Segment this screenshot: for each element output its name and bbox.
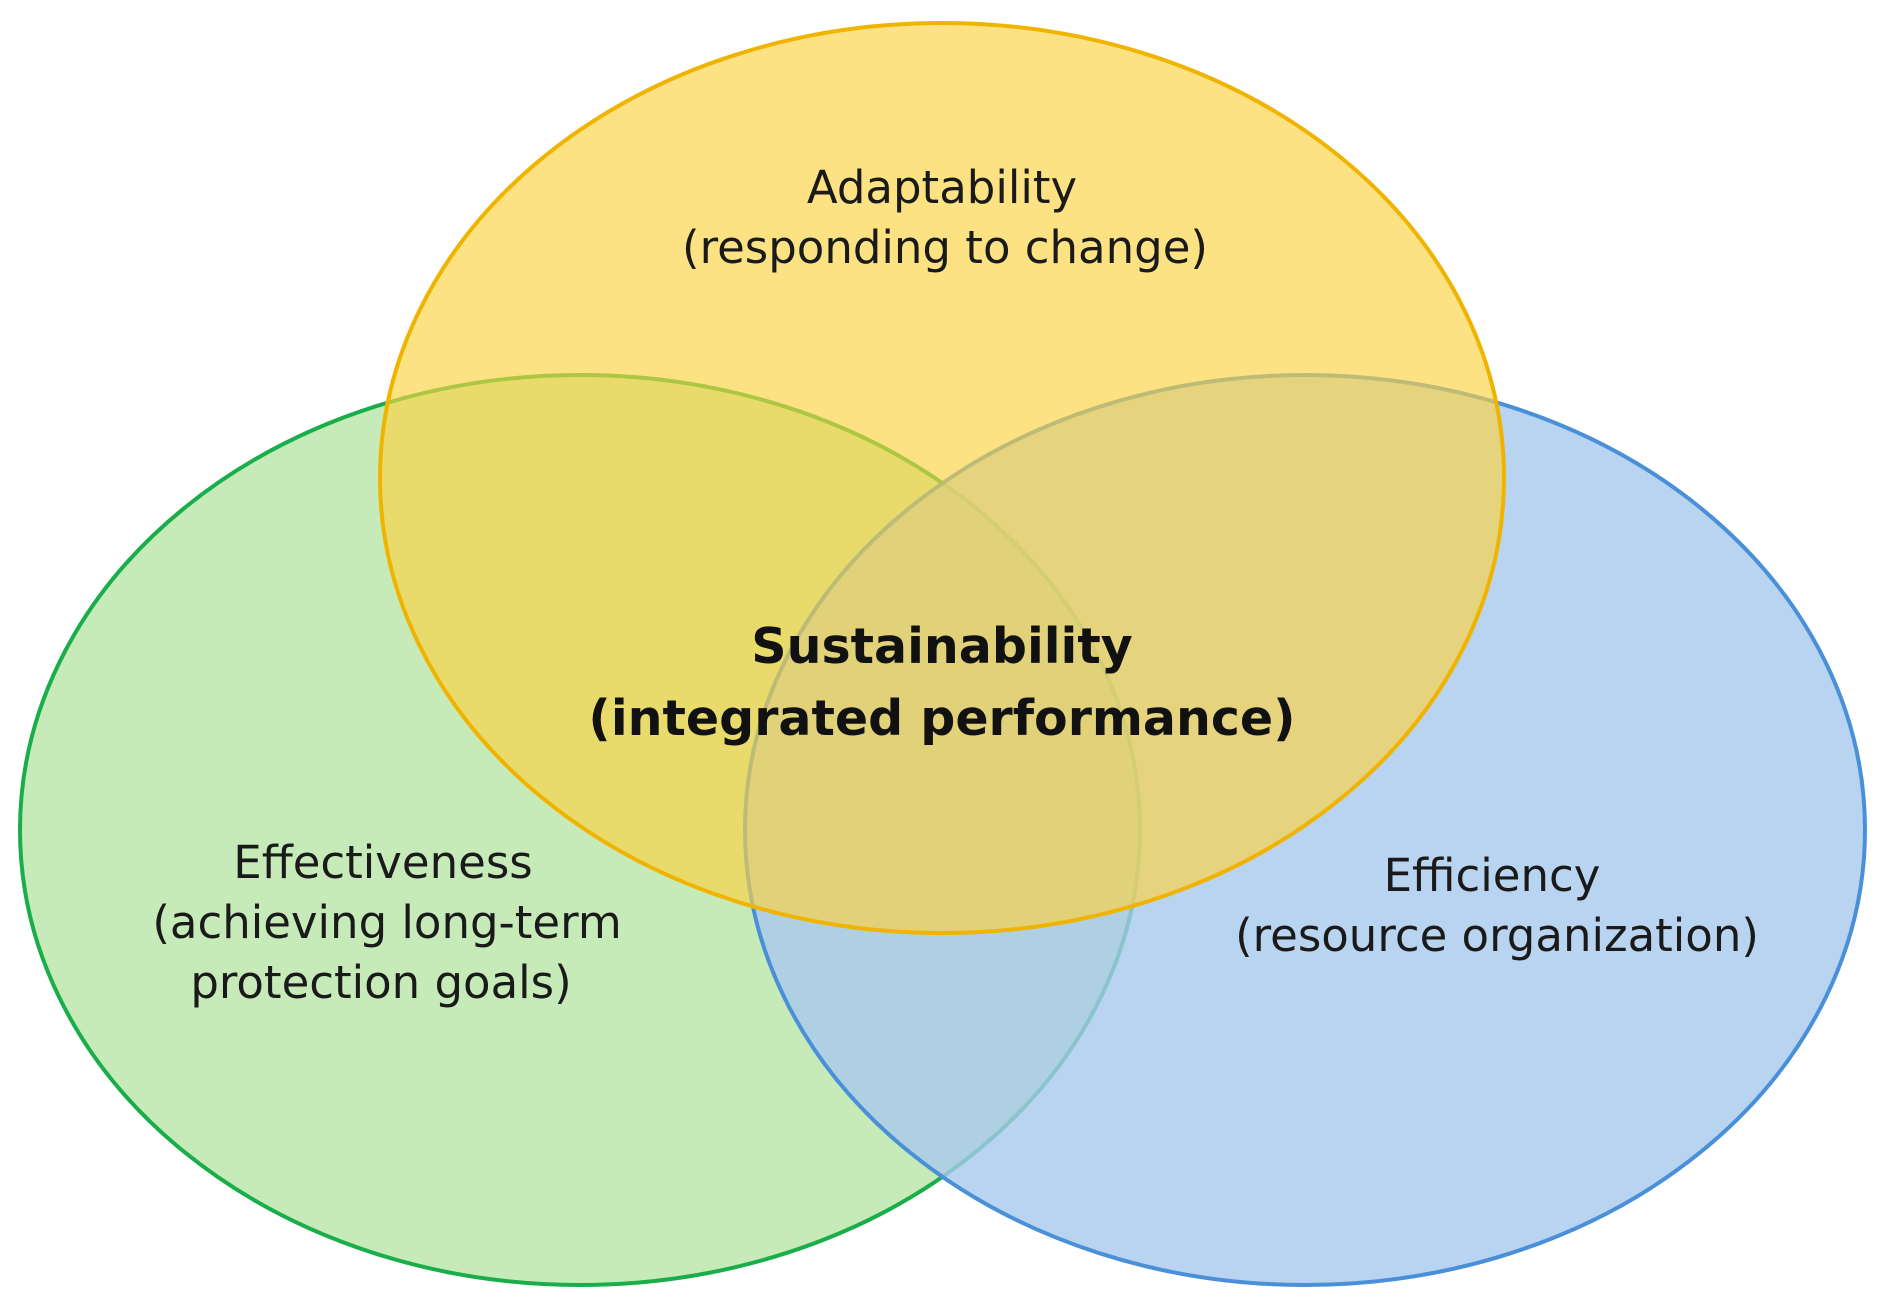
- adaptability-circle: [378, 21, 1506, 935]
- sustainability-title: Sustainability: [751, 618, 1132, 675]
- effectiveness-description-line-1: (achieving long-term: [152, 896, 621, 949]
- effectiveness-title: Effectiveness: [233, 836, 532, 889]
- adaptability-description: (responding to change): [682, 221, 1208, 274]
- adaptability-title: Adaptability: [807, 161, 1077, 214]
- sustainability-subtitle: (integrated performance): [588, 690, 1295, 747]
- efficiency-title: Efficiency: [1384, 849, 1601, 902]
- effectiveness-description-line-2: protection goals): [190, 956, 571, 1009]
- efficiency-description: (resource organization): [1235, 909, 1759, 962]
